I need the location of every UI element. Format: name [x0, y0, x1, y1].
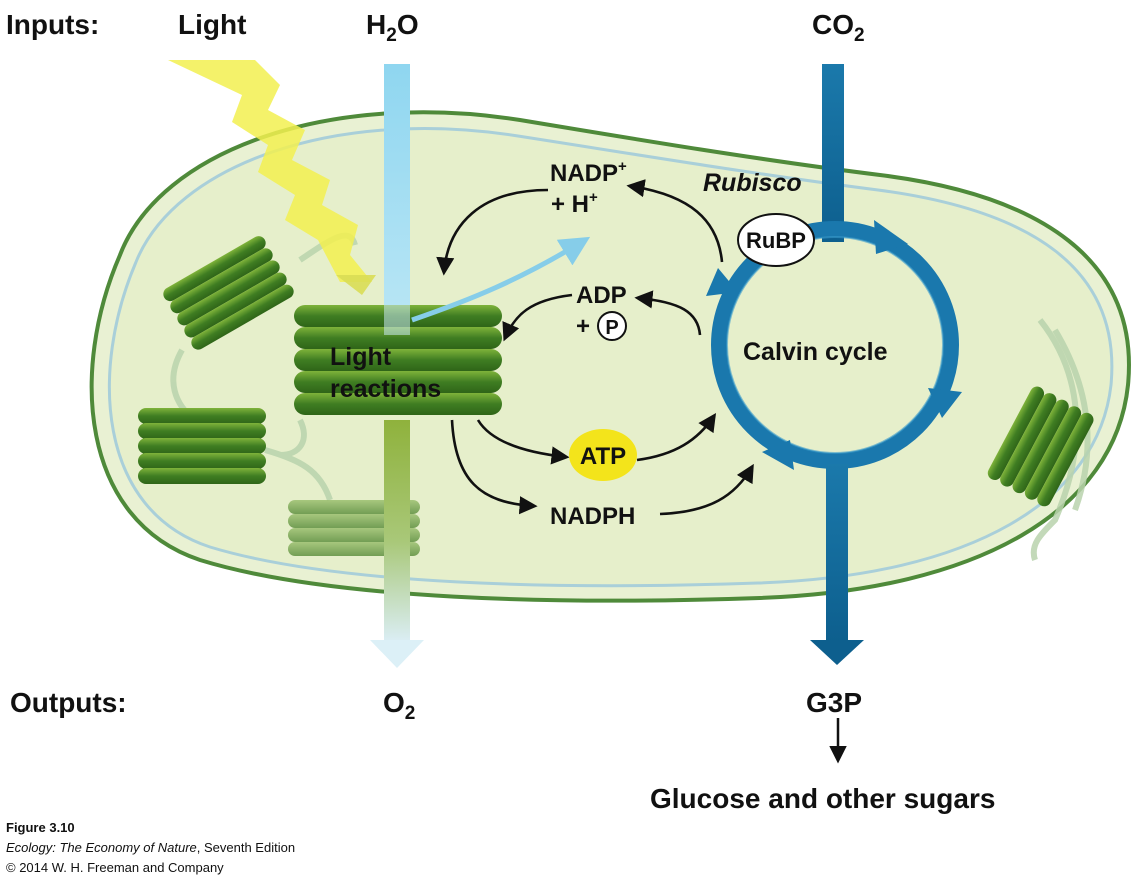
light-reactions-label-line2: reactions	[330, 375, 441, 403]
water-input-label: H2O	[366, 9, 419, 46]
figure-number: Figure 3.10	[6, 820, 75, 835]
thylakoid-stack-right	[987, 386, 1094, 507]
oxygen-output-label: O2	[383, 687, 415, 724]
electron-flow-arrow	[411, 236, 591, 323]
inputs-heading: Inputs:	[6, 9, 99, 40]
water-input-arrow	[384, 64, 410, 324]
arrow-to-nadp	[626, 179, 724, 263]
co2-input-label: CO2	[812, 9, 865, 46]
adp-plus-label: +	[576, 313, 590, 340]
calvin-arrowhead-bottom	[762, 440, 794, 470]
light-reactions-stack	[294, 305, 502, 415]
atp-oval	[569, 429, 637, 481]
thylakoid-stack-upper-left	[163, 236, 294, 350]
nadph-label: NADPH	[550, 503, 635, 530]
rubp-label: RuBP	[746, 228, 806, 253]
phosphate-circle	[597, 311, 627, 341]
arrow-nadph-to-calvin	[659, 463, 754, 516]
co2-input-arrow	[822, 64, 844, 242]
calvin-arrowhead-left	[706, 268, 738, 296]
arrow-stack-to-nadph	[450, 419, 538, 515]
phosphate-label: P	[605, 317, 618, 339]
arrow-to-adp	[634, 290, 702, 336]
g3p-output-label: G3P	[806, 687, 862, 718]
arrow-atp-to-calvin	[636, 412, 717, 462]
calvin-arrowhead-top	[874, 220, 908, 254]
calvin-cycle-ring	[711, 221, 959, 469]
arrow-nadp-to-stack	[436, 188, 549, 276]
g3p-output-arrowhead	[810, 640, 864, 665]
light-beam-arrowhead	[336, 275, 376, 295]
calvin-arrowhead-right	[928, 388, 962, 418]
h-ion-label: + H+	[551, 189, 598, 218]
arrow-stack-to-atp	[476, 419, 570, 465]
calvin-cycle-label: Calvin cycle	[743, 338, 888, 366]
atp-label: ATP	[580, 443, 626, 470]
light-input-label: Light	[178, 9, 246, 40]
sugars-output-label: Glucose and other sugars	[650, 783, 995, 814]
g3p-output-shaft	[826, 464, 848, 642]
oxygen-output-arrowhead	[370, 640, 424, 668]
arrow-adp-to-stack	[502, 293, 573, 342]
light-reactions-label-line1: Light	[330, 343, 392, 371]
copyright-line: © 2014 W. H. Freeman and Company	[6, 860, 224, 875]
thylakoid-stack-lower-left	[138, 408, 266, 484]
adp-label: ADP	[576, 282, 627, 309]
cycle-flow-arrows	[436, 179, 754, 516]
book-title-line: Ecology: The Economy of Nature, Seventh …	[6, 840, 295, 855]
light-beam	[168, 60, 372, 282]
chloroplast-inner-membrane	[107, 127, 1114, 588]
nadp-label: NADP+	[550, 158, 627, 187]
rubisco-label: Rubisco	[703, 169, 802, 197]
rubp-oval	[737, 213, 815, 267]
oxygen-output-shaft	[384, 420, 410, 642]
outputs-heading: Outputs:	[10, 687, 127, 718]
